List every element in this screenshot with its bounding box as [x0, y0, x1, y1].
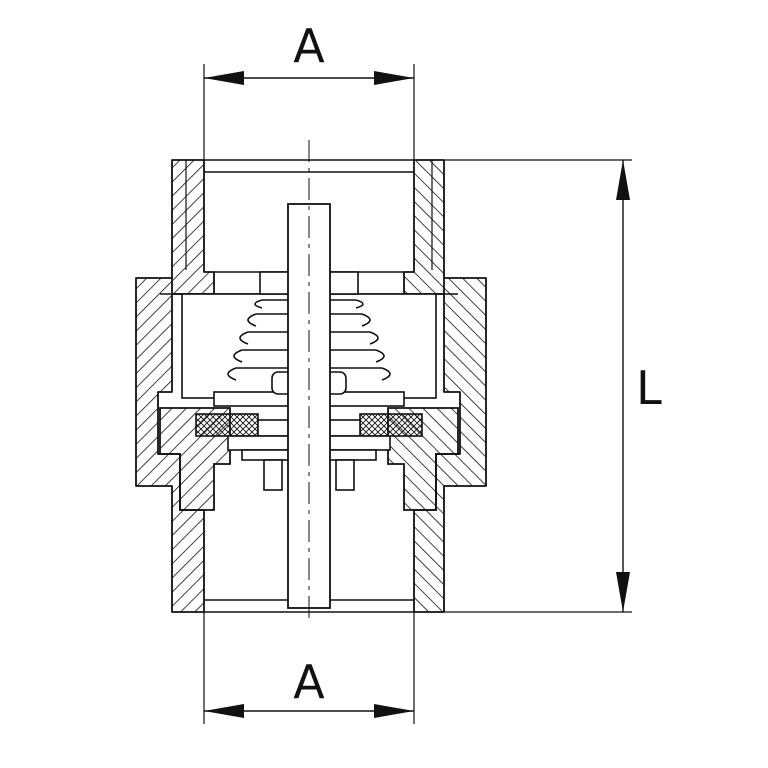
top-dimension-a: A [203, 19, 415, 160]
valve-body-right [403, 159, 487, 613]
gasket-left [195, 413, 259, 437]
valve-body-left [135, 159, 215, 613]
bottom-dimension-a: A [203, 612, 415, 724]
top-dimension-label: A [293, 19, 325, 73]
gasket-right [359, 413, 423, 437]
length-dimension-l: L [444, 159, 662, 613]
bottom-dimension-label: A [293, 655, 325, 709]
length-dimension-label: L [636, 361, 662, 415]
